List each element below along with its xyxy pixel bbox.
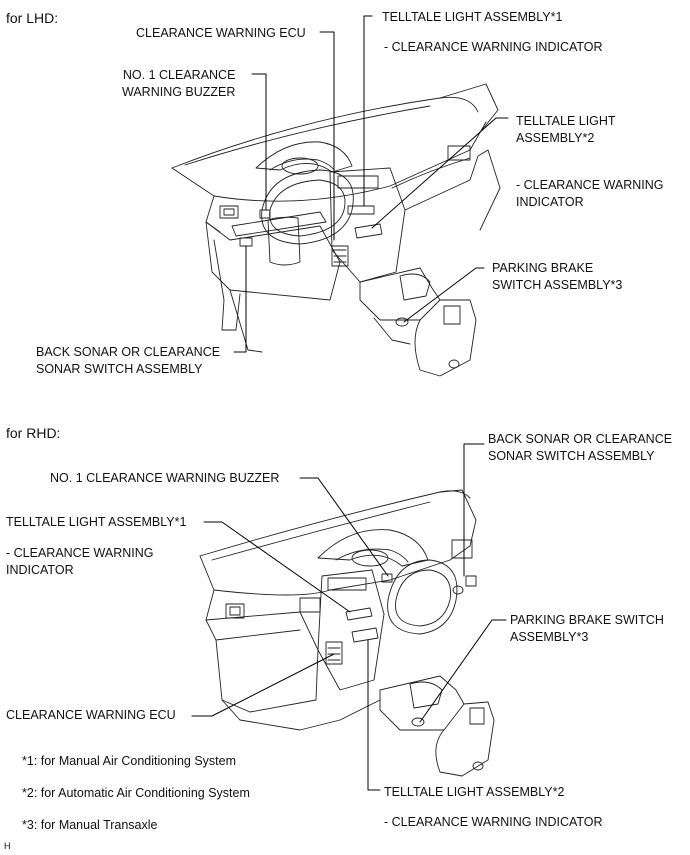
lhd-parking-brake-label: PARKING BRAKE SWITCH ASSEMBLY*3 (492, 261, 623, 292)
rhd-telltale-1-label: TELLTALE LIGHT ASSEMBLY*1 (6, 515, 187, 529)
lhd-telltale-2-indicator-label: - CLEARANCE WARNING INDICATOR (516, 178, 664, 209)
lhd-telltale-1-label: TELLTALE LIGHT ASSEMBLY*1 (382, 10, 563, 24)
rhd-telltale-2-label: TELLTALE LIGHT ASSEMBLY*2 (384, 785, 565, 799)
lhd-telltale-2-label: TELLTALE LIGHT ASSEMBLY*2 (516, 114, 616, 145)
footnote-1: *1: for Manual Air Conditioning System (22, 754, 236, 768)
rhd-section-header: for RHD: (6, 425, 61, 441)
lhd-buzzer-label: NO. 1 CLEARANCE WARNING BUZZER (122, 68, 236, 99)
footnote-2: *2: for Automatic Air Conditioning Syste… (22, 786, 250, 800)
rhd-telltale-1-indicator-label: - CLEARANCE WARNING INDICATOR (6, 546, 154, 577)
rhd-parking-brake-label: PARKING BRAKE SWITCH ASSEMBLY*3 (510, 613, 664, 644)
lhd-telltale-1-indicator-label: - CLEARANCE WARNING INDICATOR (384, 40, 603, 54)
rhd-sonar-switch-label: BACK SONAR OR CLEARANCE SONAR SWITCH ASS… (488, 432, 673, 463)
footnote-3: *3: for Manual Transaxle (22, 818, 158, 832)
lhd-sonar-switch-label: BACK SONAR OR CLEARANCE SONAR SWITCH ASS… (36, 345, 221, 376)
figure-code: H (4, 841, 11, 851)
rhd-buzzer-label: NO. 1 CLEARANCE WARNING BUZZER (50, 471, 280, 485)
lhd-section-header: for LHD: (6, 10, 59, 26)
lhd-clearance-warning-ecu-label: CLEARANCE WARNING ECU (136, 26, 306, 40)
rhd-clearance-warning-ecu-label: CLEARANCE WARNING ECU (6, 708, 176, 722)
rhd-telltale-2-indicator-label: - CLEARANCE WARNING INDICATOR (384, 815, 603, 829)
